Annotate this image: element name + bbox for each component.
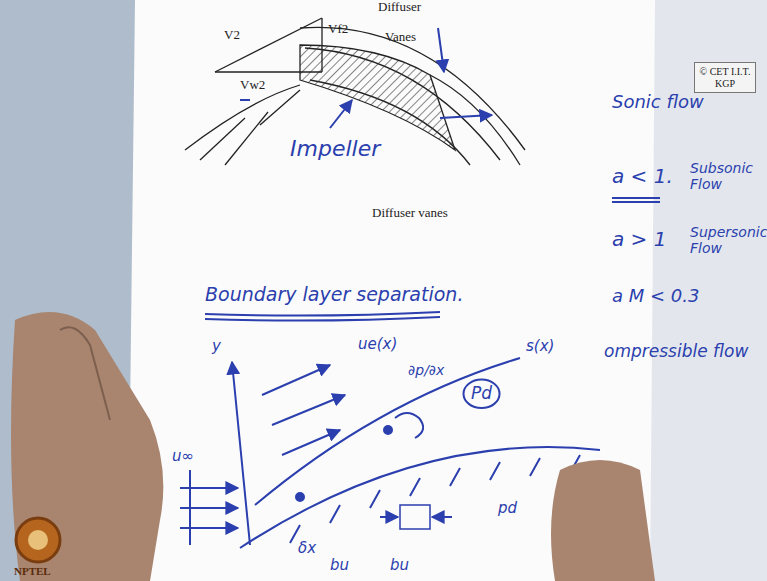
- annotation-label: ompressible flow: [604, 342, 748, 362]
- annotation-label: a > 1: [612, 228, 666, 251]
- annotation-label: Diffuser: [378, 0, 421, 15]
- hand: [551, 460, 655, 581]
- annotation-label: ue(x): [358, 336, 397, 353]
- annotation-label: a < 1.: [612, 165, 673, 188]
- annotation-label: Supersonic Flow: [690, 224, 764, 256]
- annotation-label: Vf2: [328, 22, 348, 37]
- annotation-label: y: [212, 338, 221, 355]
- annotation-label: ∂p/∂x: [408, 362, 444, 378]
- logo-text: NPTEL: [14, 565, 51, 578]
- logo: [28, 530, 48, 550]
- copyright-box: © CET I.I.T. KGP: [694, 62, 756, 93]
- circled-label: Pd: [462, 378, 501, 410]
- annotation-label: bu: [390, 557, 409, 574]
- annotation-label: δx: [298, 540, 316, 557]
- node-text: © CET I.I.T. KGP: [699, 66, 751, 89]
- logo: [16, 518, 60, 562]
- annotation-label: Vanes: [385, 30, 416, 45]
- figure-caption: Diffuser vanes: [372, 206, 448, 221]
- annotation-label: s(x): [526, 338, 554, 355]
- annotation-label: bu: [330, 557, 349, 574]
- hand: [60, 327, 110, 420]
- annotation-label: u∞: [172, 448, 194, 465]
- annotation-label: Boundary layer separation.: [205, 284, 463, 306]
- impeller-drawing: [185, 18, 525, 165]
- hand: [11, 312, 163, 581]
- annotation-label: Vw2: [240, 78, 265, 93]
- paper-sheet: [128, 0, 655, 581]
- annotation-label: Subsonic Flow: [690, 160, 764, 192]
- node-text: Pd: [471, 384, 492, 404]
- flow-arrows: [205, 28, 660, 321]
- annotation-label: a M < 0.3: [612, 286, 699, 307]
- annotation-label: Sonic flow: [612, 92, 704, 113]
- annotation-label: Impeller: [290, 136, 380, 161]
- annotation-label: pd: [498, 500, 517, 517]
- boundary-layer-sketch: [180, 358, 600, 548]
- annotation-label: V2: [224, 28, 240, 43]
